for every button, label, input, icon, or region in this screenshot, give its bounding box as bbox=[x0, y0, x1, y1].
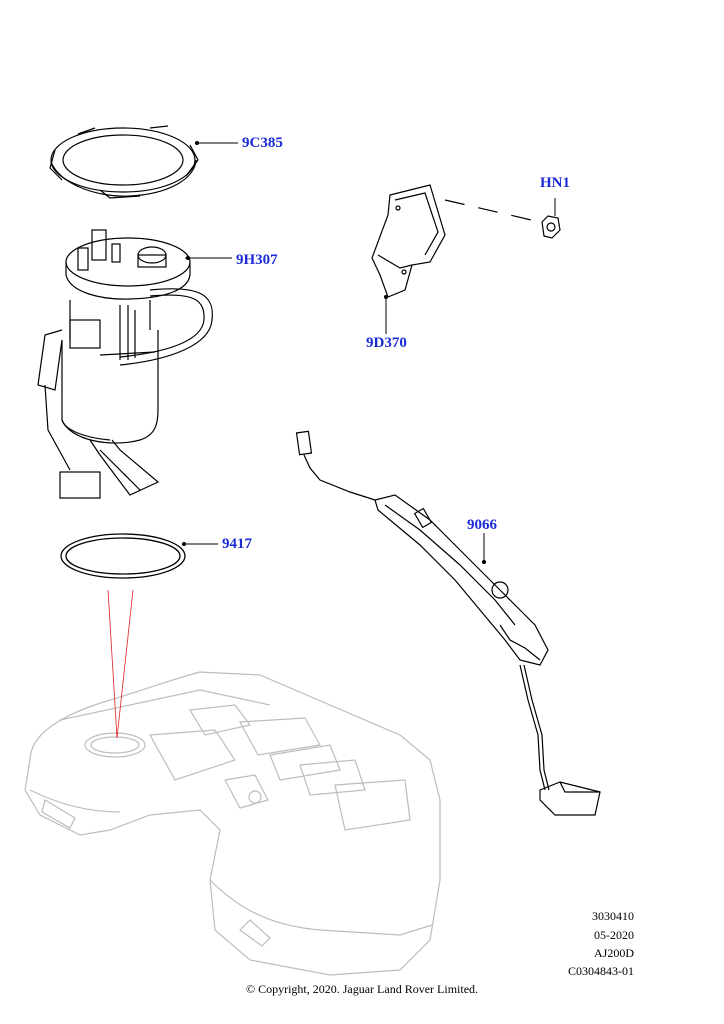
level-sensor-drawing bbox=[295, 430, 601, 816]
locking-ring-drawing bbox=[49, 125, 199, 199]
copyright-notice: © Copyright, 2020. Jaguar Land Rover Lim… bbox=[245, 982, 479, 996]
bracket-drawing bbox=[371, 184, 446, 298]
alignment-guide-lines bbox=[107, 589, 134, 739]
fuel-tank-drawing bbox=[24, 671, 441, 976]
callout-fuel-pump-module[interactable]: 9H307 bbox=[236, 252, 278, 268]
callout-o-ring[interactable]: 9417 bbox=[222, 536, 252, 552]
reference-code-1: 3030410 bbox=[592, 909, 634, 923]
reference-date: 05-2020 bbox=[594, 928, 634, 942]
o-ring-drawing bbox=[60, 533, 186, 579]
fuel-pump-module-drawing bbox=[37, 229, 213, 499]
reference-model: AJ200D bbox=[593, 946, 634, 960]
callout-bracket[interactable]: 9D370 bbox=[366, 335, 407, 351]
callout-locking-ring[interactable]: 9C385 bbox=[242, 135, 283, 151]
nut-drawing bbox=[541, 215, 561, 239]
callout-nut[interactable]: HN1 bbox=[540, 175, 570, 191]
reference-code-2: C0304843-01 bbox=[568, 964, 634, 978]
callout-level-sensor[interactable]: 9066 bbox=[467, 517, 497, 533]
